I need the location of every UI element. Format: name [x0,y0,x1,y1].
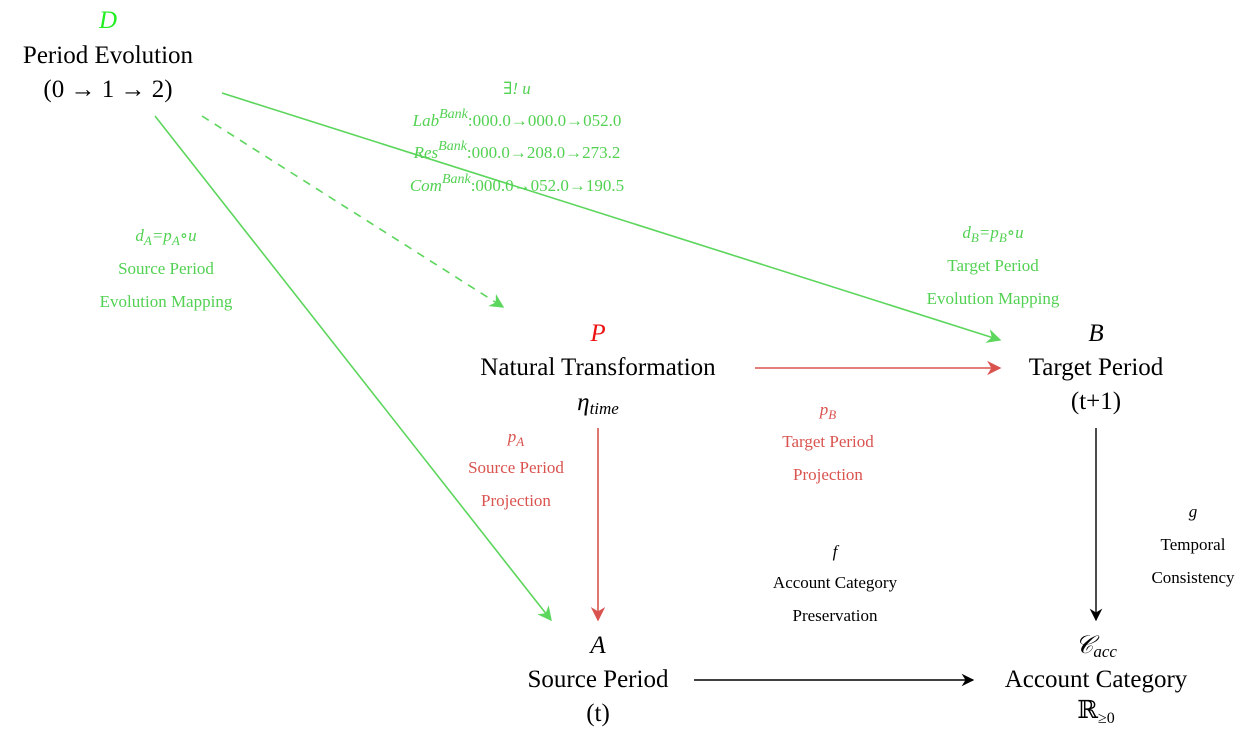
node-p-subtitle: ηtime [577,389,619,418]
lab-sup: Bank [439,107,469,122]
node-d: D Period Evolution (0 → 1 → 2) [23,7,194,103]
label-f-symbol: f [833,542,840,561]
label-pb: pB Target Period Projection [782,400,874,484]
node-c-title: Account Category [1005,666,1188,693]
node-p-symbol: P [589,320,605,347]
node-a: A Source Period (t) [528,632,669,727]
label-da-line1: Source Period [118,259,214,278]
label-u-line-com: ComBank:000.0→052.0→190.5 [410,172,624,195]
reals-symbol: ℝ [1077,697,1098,724]
node-c: 𝒞acc Account Category ℝ≥0 [1005,632,1188,727]
node-b-title: Target Period [1029,354,1164,381]
node-a-symbol: A [588,632,606,659]
eta-symbol: η [577,389,589,416]
node-a-subtitle: (t) [586,700,610,727]
label-db-formula: dB=pB∘u [962,223,1023,245]
label-pa-symbol: pA [507,427,525,449]
label-pa-line1: Source Period [468,458,564,477]
arrow-d-to-b [221,92,1002,343]
label-da-line2: Evolution Mapping [100,292,233,311]
label-g-line1: Temporal [1161,535,1226,554]
node-c-symbol: 𝒞acc [1075,632,1117,661]
node-c-subtitle: ℝ≥0 [1077,697,1115,727]
com-name: Com [410,176,442,195]
arrow-d-to-a [154,115,552,622]
label-db-line1: Target Period [947,256,1039,275]
label-u: ∃! u LabBank:000.0→000.0→052.0 ResBank:0… [410,79,624,195]
label-da: dA=pA∘u Source Period Evolution Mapping [100,226,233,311]
lab-name: Lab [412,111,439,130]
label-db: dB=pB∘u Target Period Evolution Mapping [927,223,1060,308]
label-u-line-res: ResBank:000.0→208.0→273.2 [413,139,621,162]
eta-subscript: time [590,399,620,418]
label-f: f Account Category Preservation [773,542,898,625]
c-subscript: acc [1093,642,1117,661]
node-d-symbol: D [98,7,117,34]
label-db-line2: Evolution Mapping [927,289,1060,308]
label-g: g Temporal Consistency [1151,502,1235,587]
node-p-title: Natural Transformation [480,354,716,381]
label-pb-line1: Target Period [782,432,874,451]
label-da-formula: dA=pA∘u [135,226,196,248]
res-sup: Bank [438,139,468,154]
reals-subscript: ≥0 [1098,710,1115,727]
node-b-subtitle: (t+1) [1071,388,1121,415]
label-g-line2: Consistency [1151,568,1235,587]
node-a-title: Source Period [528,666,669,693]
label-f-line1: Account Category [773,573,898,592]
lab-values: :000.0→000.0→052.0 [468,111,621,130]
label-u-line-lab: LabBank:000.0→000.0→052.0 [412,107,622,130]
node-p: P Natural Transformation ηtime [480,320,716,418]
label-g-symbol: g [1189,502,1198,521]
label-pa-line2: Projection [481,491,551,510]
label-u-title: ∃! u [503,79,531,98]
com-values: :000.0→052.0→190.5 [471,176,624,195]
node-d-subtitle: (0 → 1 → 2) [43,76,172,103]
node-d-title: Period Evolution [23,42,194,69]
node-b-symbol: B [1088,320,1103,347]
label-pb-symbol: pB [819,400,837,422]
res-name: Res [413,143,439,162]
com-sup: Bank [442,172,472,187]
node-b: B Target Period (t+1) [1029,320,1164,415]
label-pb-line2: Projection [793,465,863,484]
label-f-line2: Preservation [793,606,878,625]
label-pa: pA Source Period Projection [468,427,564,510]
res-values: :000.0→208.0→273.2 [467,143,620,162]
